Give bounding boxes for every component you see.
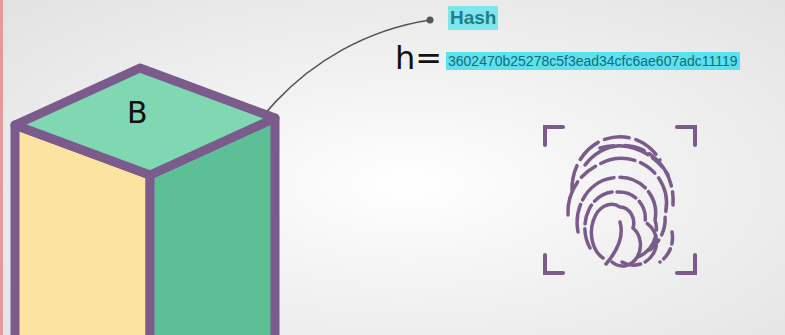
hash-variable: h= xyxy=(393,38,444,78)
hash-value: 3602470b25278c5f3ead34cfc6ae607adc11119 xyxy=(446,52,740,70)
block-letter: B xyxy=(127,95,148,130)
edge-strip xyxy=(0,0,3,335)
hash-heading: Hash xyxy=(448,6,498,30)
leader-dot xyxy=(427,17,434,24)
cube-block: B xyxy=(0,55,300,335)
fingerprint-icon xyxy=(545,127,695,273)
cube-top-face xyxy=(15,68,275,175)
cube-outline xyxy=(0,55,300,335)
